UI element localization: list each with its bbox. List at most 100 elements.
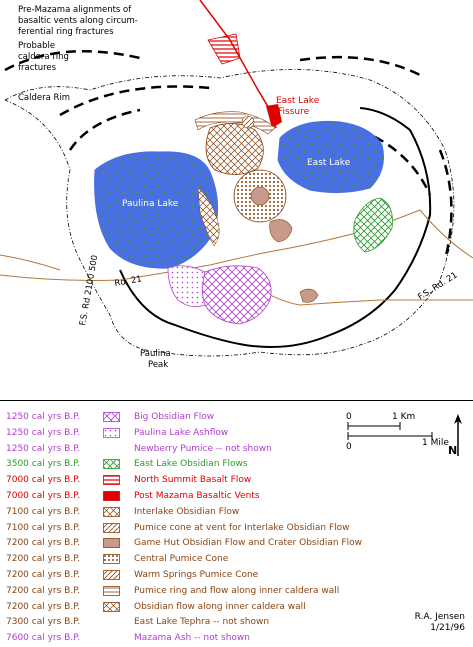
legend-description: Obsidian flow along inner caldera wall bbox=[134, 601, 306, 612]
legend-date: 1250 cal yrs B.P. bbox=[6, 443, 81, 454]
legend-swatch bbox=[103, 538, 120, 549]
legend-swatch bbox=[103, 412, 120, 422]
legend-date: 7000 cal yrs B.P. bbox=[6, 475, 81, 486]
legend-row: 7200 cal yrs B.P. Warm Springs Pumice Con… bbox=[0, 568, 340, 584]
legend-date: 1250 cal yrs B.P. bbox=[6, 412, 81, 422]
obsidian-flow-inner-wall bbox=[197, 187, 220, 247]
legend-description: Newberry Pumice -- not shown bbox=[134, 443, 272, 454]
legend-date: 7100 cal yrs B.P. bbox=[6, 506, 81, 517]
credit-author: R.A. Jensen bbox=[414, 612, 465, 622]
legend-row: 7300 cal yrs B.P. East Lake Tephra -- not… bbox=[0, 615, 340, 631]
legend-description: Game Hut Obsidian Flow and Crater Obsidi… bbox=[134, 538, 362, 549]
legend-description: Central Pumice Cone bbox=[134, 554, 229, 565]
scale-km-one: 1 Km bbox=[392, 412, 416, 422]
legend-row: 1250 cal yrs B.P. Big Obsidian Flow bbox=[0, 410, 340, 426]
crater-obsidian-flow bbox=[299, 288, 319, 303]
legend-row: 7000 cal yrs B.P. North Summit Basalt Flo… bbox=[0, 473, 340, 489]
ring-fractures-note-line1: Pre-Mazama alignments of bbox=[18, 5, 132, 15]
legend-description: Paulina Lake Ashflow bbox=[134, 427, 229, 438]
scale-mile-one: 1 Mile bbox=[422, 438, 449, 448]
legend-row: 1250 cal yrs B.P. Newberry Pumice -- not … bbox=[0, 442, 340, 458]
geologic-map: Pre-Mazama alignments of basaltic vents … bbox=[0, 0, 473, 370]
legend-description: East Lake Tephra -- not shown bbox=[134, 617, 270, 628]
east-lake-shape bbox=[277, 120, 384, 194]
north-label: N bbox=[448, 444, 458, 457]
scale-km-zero: 0 bbox=[346, 412, 352, 422]
paulina-peak-label-line1: Paulina bbox=[140, 349, 171, 359]
legend-description: Mazama Ash -- not shown bbox=[134, 633, 250, 644]
big-obsidian-flow bbox=[201, 265, 272, 325]
caldera-ring-fracture bbox=[119, 107, 432, 349]
scale-bar-lines bbox=[347, 414, 462, 456]
legend-date: 7200 cal yrs B.P. bbox=[6, 538, 81, 549]
paulina-peak-label-line2: Peak bbox=[148, 360, 168, 370]
legend-date: 7600 cal yrs B.P. bbox=[6, 633, 81, 644]
legend-row: 7000 cal yrs B.P. Post Mazama Basaltic Ve… bbox=[0, 489, 340, 505]
paulina-lake-shape bbox=[94, 151, 219, 269]
legend-swatch bbox=[103, 491, 120, 501]
legend-swatch bbox=[103, 601, 120, 612]
caldera-ring-note-line2: caldera ring bbox=[18, 52, 69, 62]
legend-description: Pumice ring and flow along inner caldera… bbox=[134, 585, 340, 596]
central-pumice-cone-crater bbox=[250, 186, 270, 206]
legend-date: 7100 cal yrs B.P. bbox=[6, 522, 81, 533]
ring-fracture-alignments bbox=[4, 50, 453, 261]
legend-row: 7200 cal yrs B.P. Central Pumice Cone bbox=[0, 552, 340, 568]
legend-date: 7300 cal yrs B.P. bbox=[6, 617, 81, 628]
legend-swatch bbox=[103, 427, 120, 438]
east-lake-fissure-label-line1: East Lake bbox=[276, 96, 320, 106]
pumice-ring-inner-wall bbox=[194, 111, 276, 135]
legend-date: 7200 cal yrs B.P. bbox=[6, 569, 81, 580]
legend-row: 7200 cal yrs B.P. Game Hut Obsidian Flow … bbox=[0, 536, 362, 552]
legend-row: 7100 cal yrs B.P.Pumice cone at vent for… bbox=[0, 521, 350, 537]
legend-divider bbox=[0, 400, 473, 401]
east-lake-obsidian-flows bbox=[353, 197, 393, 253]
legend-description: Warm Springs Pumice Cone bbox=[134, 569, 259, 580]
legend-swatch bbox=[103, 570, 120, 580]
caldera-ring-note-line3: fractures bbox=[18, 63, 57, 73]
legend-swatch bbox=[103, 585, 120, 596]
paulina-lake-label: Paulina Lake bbox=[122, 199, 179, 209]
legend-row: 7200 cal yrs B.P. Obsidian flow along inn… bbox=[0, 600, 340, 616]
scale-mile-zero: 0 bbox=[346, 442, 352, 452]
legend-date: 3500 cal yrs B.P. bbox=[6, 459, 81, 470]
legend-row: 3500 cal yrs B.P. East Lake Obsidian Flow… bbox=[0, 457, 340, 473]
paulina-lake-ashflow bbox=[167, 265, 206, 308]
east-lake-label: East Lake bbox=[307, 158, 351, 168]
legend-row: 7600 cal yrs B.P. Mazama Ash -- not shown bbox=[0, 631, 340, 647]
legend-description: East Lake Obsidian Flows bbox=[134, 459, 248, 470]
legend-date: 7200 cal yrs B.P. bbox=[6, 554, 81, 565]
credit-date: 1/21/96 bbox=[430, 623, 465, 633]
legend-description: Post Mazama Basaltic Vents bbox=[134, 490, 260, 501]
legend-description: Interlake Obsidian Flow bbox=[134, 506, 240, 517]
fs-rd-21-label: F.S. Rd. 21 bbox=[416, 270, 459, 302]
warm-springs-cone bbox=[241, 115, 255, 129]
legend-swatch bbox=[103, 554, 120, 565]
east-lake-fissure-label-line2: Fissure bbox=[278, 107, 310, 117]
legend-swatch bbox=[103, 522, 120, 533]
legend-swatch bbox=[103, 459, 120, 470]
caldera-rim-label: Caldera Rim bbox=[18, 93, 70, 103]
legend-date: 7000 cal yrs B.P. bbox=[6, 490, 81, 501]
fs-rd-2100-500-label: F.S. Rd 2100 500 bbox=[78, 254, 100, 326]
east-lake-fissure-line bbox=[199, 0, 277, 129]
legend-row: 7100 cal yrs B.P. Interlake Obsidian Flow bbox=[0, 505, 340, 521]
credit: R.A. Jensen 1/21/96 bbox=[415, 612, 465, 634]
legend-description: Big Obsidian Flow bbox=[134, 412, 215, 422]
game-hut-obsidian-flow bbox=[269, 219, 293, 243]
legend-description: North Summit Basalt Flow bbox=[134, 475, 252, 486]
north-arrow bbox=[454, 414, 462, 456]
interlake-obsidian-flow bbox=[205, 123, 264, 175]
rd-21-label: Rd. 21 bbox=[114, 274, 143, 289]
caldera-ring-note-line1: Probable bbox=[18, 41, 55, 51]
scale-bar: 0 1 Km 0 1 Mile N bbox=[340, 410, 470, 470]
legend-swatch bbox=[103, 506, 120, 517]
legend-row: 1250 cal yrs B.P.Paulina Lake Ashflow bbox=[0, 426, 340, 442]
legend-row: 7200 cal yrs B.P.Pumice ring and flow al… bbox=[0, 584, 340, 600]
ring-fractures-note-line3: ferential ring fractures bbox=[18, 27, 114, 37]
legend-swatch bbox=[103, 475, 120, 486]
legend-date: 7200 cal yrs B.P. bbox=[6, 601, 81, 612]
ring-fractures-note-line2: basaltic vents along circum- bbox=[18, 16, 138, 26]
post-mazama-vent bbox=[266, 104, 282, 128]
